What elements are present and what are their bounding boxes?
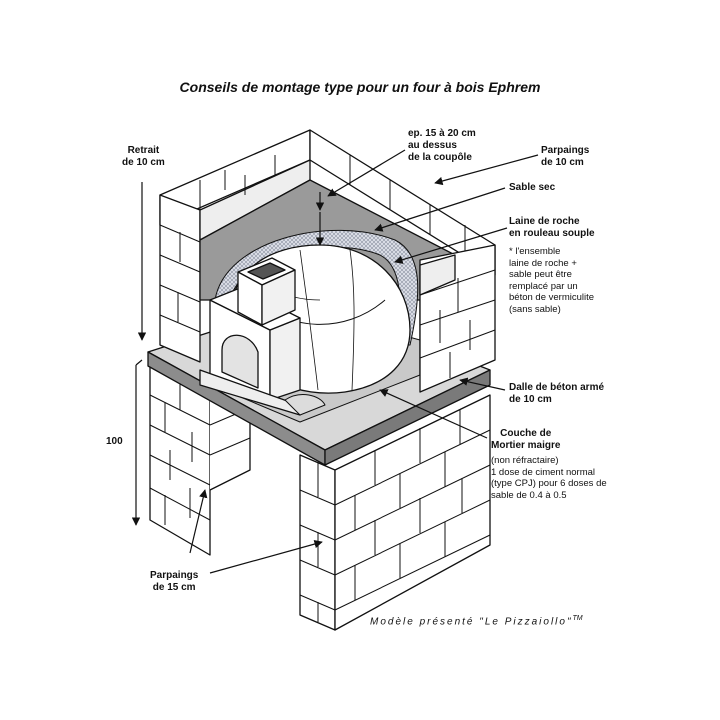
trademark-mark: TM	[572, 615, 583, 622]
oven-entrance	[199, 287, 326, 416]
leader-couche	[379, 389, 488, 439]
upper-front-wall	[419, 244, 496, 393]
leader-epaisseur	[327, 149, 406, 197]
leader-dalle	[459, 377, 506, 391]
chimney	[237, 257, 296, 326]
label-mortier-note: (non réfractaire)1 dose de ciment normal…	[491, 455, 607, 501]
leader-laine	[394, 227, 508, 264]
leader-parpaings15-b	[209, 539, 323, 574]
model-caption: Modèle présenté "Le Pizzaiollo"TM	[370, 615, 583, 628]
leader-parpaings10	[434, 154, 539, 186]
height-dimension	[131, 182, 325, 526]
label-sable-sec: Sable sec	[509, 182, 556, 193]
diagram-title: Conseils de montage type pour un four à …	[179, 79, 541, 95]
label-hauteur: 100	[106, 436, 123, 447]
leader-parpaings15-a	[189, 489, 208, 554]
leader-sable	[374, 187, 506, 232]
